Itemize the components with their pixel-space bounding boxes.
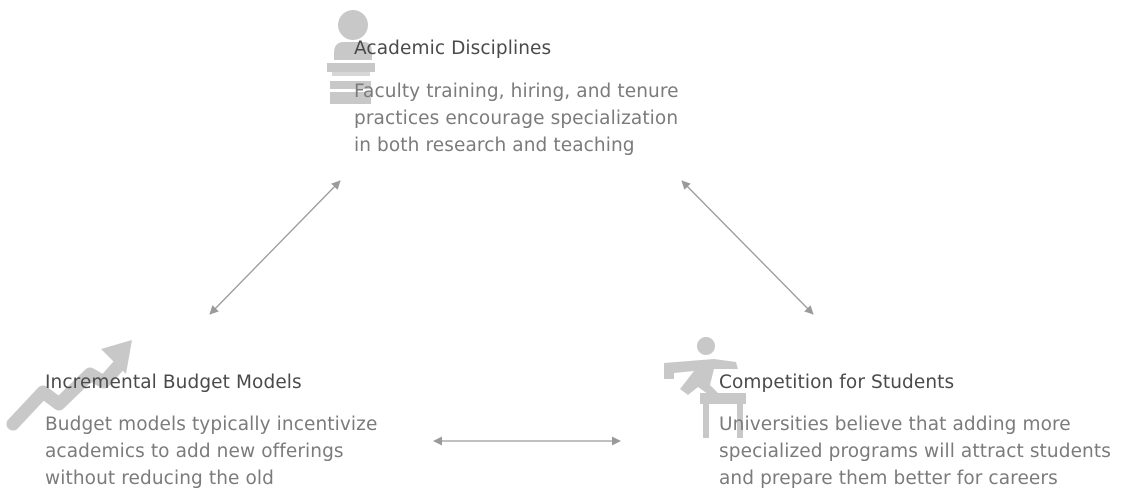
description-line: specialized programs will attract studen… (719, 441, 1111, 462)
arrow-academic-competition (681, 180, 814, 315)
description-line: Faculty training, hiring, and tenure (354, 81, 679, 102)
description-line: without reducing the old (45, 468, 274, 489)
node-description: Faculty training, hiring, and tenure pra… (354, 78, 679, 159)
node-title: Competition for Students (719, 372, 955, 393)
trending-up-arrow-icon (6, 340, 132, 431)
hurdle-jumper-icon (664, 337, 746, 438)
description-line: and prepare them better for careers (719, 468, 1058, 489)
node-description: Universities believe that adding more sp… (719, 411, 1111, 492)
node-title: Incremental Budget Models (45, 372, 302, 393)
lectern-speaker-icon (327, 10, 375, 104)
description-line: practices encourage specialization (354, 108, 679, 129)
description-line: academics to add new offerings (45, 441, 344, 462)
arrow-academic-budget (209, 180, 341, 315)
node-title: Academic Disciplines (354, 38, 552, 59)
node-description: Budget models typically incentivize acad… (45, 411, 377, 492)
description-line: Universities believe that adding more (719, 414, 1071, 435)
description-line: Budget models typically incentivize (45, 414, 378, 435)
description-line: in both research and teaching (354, 135, 635, 156)
